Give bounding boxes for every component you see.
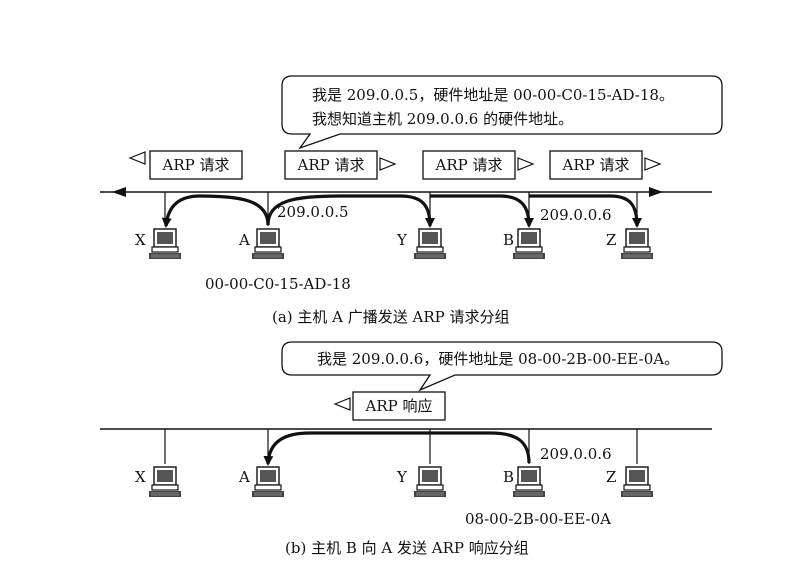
bubble-a-line1: 我是 209.0.0.5，硬件地址是 00-00-C0-15-AD-18。 (312, 86, 674, 104)
computer-y-icon-b (413, 466, 447, 498)
host-label-y-b: Y (396, 468, 408, 486)
mac-label-a: 00-00-C0-15-AD-18 (205, 275, 351, 293)
ip-label-a: 209.0.0.5 (277, 203, 349, 221)
packet-a-label-2: ARP 请求 (297, 156, 365, 174)
packet-a-4: ARP 请求 (549, 150, 662, 180)
host-label-z-a: Z (606, 231, 616, 249)
bubble-b-line1: 我是 209.0.0.6，硬件地址是 08-00-2B-00-EE-0A。 (317, 350, 679, 368)
packet-a-label-1: ARP 请求 (162, 156, 230, 174)
host-label-x-a: X (135, 231, 146, 249)
packet-a-3: ARP 请求 (422, 150, 535, 180)
ip-label-b-a: 209.0.0.6 (540, 206, 612, 224)
caption-a: (a) 主机 A 广播发送 ARP 请求分组 (272, 308, 510, 326)
packet-a-label-3: ARP 请求 (435, 156, 503, 174)
computer-z-icon-b (620, 466, 654, 498)
mac-label-b: 08-00-2B-00-EE-0A (465, 510, 611, 528)
computer-a-icon-a (251, 228, 285, 260)
caption-b: (b) 主机 B 向 A 发送 ARP 响应分组 (285, 539, 529, 557)
diagram-b: 我是 209.0.0.6，硬件地址是 08-00-2B-00-EE-0A。 AR… (100, 341, 723, 557)
computer-a-icon-b (251, 466, 285, 498)
host-label-z-b: Z (606, 468, 616, 486)
host-label-b-b: B (503, 468, 514, 486)
computer-z-icon-a (620, 228, 654, 260)
bubble-a-line2: 我想知道主机 209.0.0.6 的硬件地址。 (312, 110, 573, 128)
packet-a-label-4: ARP 请求 (562, 156, 630, 174)
computer-b-icon-b (512, 466, 546, 498)
speech-bubble-b (281, 341, 723, 392)
computer-b-icon-a (512, 228, 546, 260)
computer-y-icon-a (413, 228, 447, 260)
host-label-b-a: B (503, 231, 514, 249)
speech-bubble-a (281, 75, 723, 150)
computer-x-icon-b (148, 466, 182, 498)
computer-x-icon-a (148, 228, 182, 260)
ip-label-b-b: 209.0.0.6 (540, 445, 612, 463)
host-label-a-a: A (238, 231, 250, 249)
packet-a-1: ARP 请求 (128, 150, 243, 180)
host-label-a-b: A (238, 468, 250, 486)
packet-a-2: ARP 请求 (284, 150, 397, 180)
host-label-x-b: X (135, 468, 146, 486)
diagram-a: 我是 209.0.0.5，硬件地址是 00-00-C0-15-AD-18。 我想… (100, 75, 723, 326)
host-label-y-a: Y (396, 231, 408, 249)
packet-b-label: ARP 响应 (365, 397, 433, 415)
packet-b: ARP 响应 (333, 391, 446, 421)
